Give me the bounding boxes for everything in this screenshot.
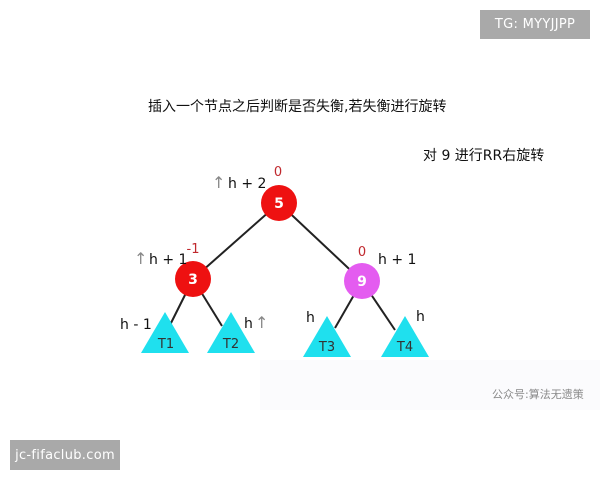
node-3-height-label: h + 1 [149,252,187,268]
tree-node-9: 9 0 h + 1 [344,245,416,299]
node-9-balance-factor: 0 [358,245,366,260]
watermark-top-text: TG: MYYJJPP [494,17,576,32]
background-panel [260,360,600,410]
diagram-title: 插入一个节点之后判断是否失衡,若失衡进行旋转 [148,99,447,115]
subtree-T3-height-label: h [306,310,315,326]
subtree-T3-label: T3 [318,340,335,355]
tree-node-3: 3 -1 ↑ h + 1 [134,242,211,297]
node-9-label: 9 [357,274,367,290]
subtree-T3: T3 h [303,310,351,357]
watermark-badge-top: TG: MYYJJPP [480,10,590,39]
subtree-T4-height-label: h [416,309,425,325]
node-5-balance-factor: 0 [274,165,282,180]
edge-5-3 [192,202,280,280]
watermark-bottom-text: jc-fifaclub.com [15,447,115,463]
node-5-height-label: h + 2 [228,176,266,192]
subtree-T4: T4 h [381,309,429,357]
subtree-T1-height-label: h - 1 [120,317,152,333]
tree-node-5: 5 0 ↑ h + 2 [212,165,297,221]
node-3-balance-factor: -1 [187,242,200,257]
subtree-T2: T2 h ↑ [207,312,268,353]
subtree-T1-label: T1 [157,337,174,352]
watermark-badge-bottom: jc-fifaclub.com [10,440,120,470]
subtree-T4-label: T4 [396,340,413,355]
subtree-T1: T1 h - 1 [120,312,189,353]
node-5-up-arrow-icon: ↑ [212,173,225,192]
edge-5-9 [278,202,363,282]
node-3-label: 3 [188,272,198,288]
node-3-up-arrow-icon: ↑ [134,249,147,268]
subtree-T2-up-arrow-icon: ↑ [255,313,268,332]
node-5-label: 5 [274,196,284,212]
source-watermark: 公众号:算法无遗策 [492,388,584,401]
subtree-T2-height-label: h [244,316,253,332]
subtree-T2-label: T2 [222,337,239,352]
diagram-subtitle: 对 9 进行RR右旋转 [423,148,545,164]
node-9-height-label: h + 1 [378,252,416,268]
